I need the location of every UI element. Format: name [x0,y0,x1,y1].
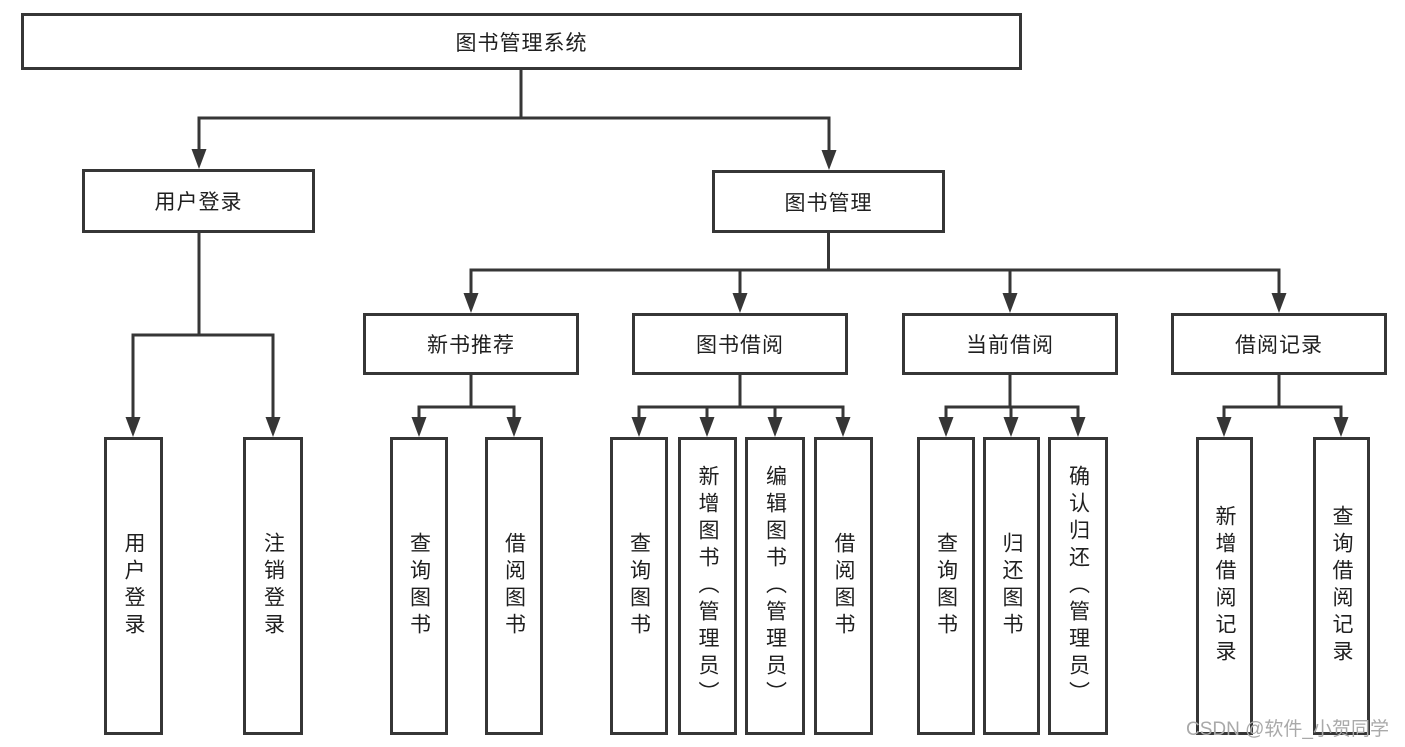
leaf-edit-books-admin: 编辑图书（管理员） [745,437,805,735]
csdn-watermark: CSDN @软件_小贺同学 [1186,719,1389,740]
leaf-current-query-books-label: 查询图书 [934,532,958,640]
node-root-system: 图书管理系统 [21,13,1022,70]
node-new-book-recommend-label: 新书推荐 [427,334,515,357]
leaf-add-books-admin-label: 新增图书（管理员） [696,464,719,708]
leaf-recommend-borrow-books: 借阅图书 [485,437,543,735]
leaf-logout: 注销登录 [243,437,303,735]
leaf-user-login: 用户登录 [104,437,163,735]
leaf-logout-label: 注销登录 [261,532,285,640]
leaf-borrow-books-label: 借阅图书 [832,532,855,640]
leaf-add-books-admin: 新增图书（管理员） [678,437,737,735]
leaf-return-books: 归还图书 [983,437,1040,735]
leaf-query-borrow-record-label: 查询借阅记录 [1330,505,1353,667]
leaf-add-borrow-record-label: 新增借阅记录 [1213,505,1236,667]
node-root-system-label: 图书管理系统 [455,31,588,55]
node-book-management: 图书管理 [712,170,945,233]
leaf-add-borrow-record: 新增借阅记录 [1196,437,1253,735]
node-borrow-records: 借阅记录 [1171,313,1387,375]
node-current-borrow: 当前借阅 [902,313,1118,375]
leaf-confirm-return-admin: 确认归还（管理员） [1048,437,1108,735]
leaf-borrow-query-books-label: 查询图书 [627,532,651,640]
node-user-login-label: 用户登录 [154,191,243,214]
leaf-confirm-return-admin-label: 确认归还（管理员） [1066,464,1090,708]
node-borrow-records-label: 借阅记录 [1235,334,1323,357]
leaf-edit-books-admin-label: 编辑图书（管理员） [763,464,787,708]
node-new-book-recommend: 新书推荐 [363,313,579,375]
leaf-current-query-books: 查询图书 [917,437,975,735]
node-user-login: 用户登录 [82,169,315,233]
leaf-recommend-borrow-books-label: 借阅图书 [502,532,526,640]
node-book-borrow-label: 图书借阅 [696,334,784,357]
leaf-query-borrow-record: 查询借阅记录 [1313,437,1370,735]
leaf-return-books-label: 归还图书 [1000,532,1023,640]
node-book-management-label: 图书管理 [784,191,873,215]
leaf-user-login-label: 用户登录 [122,532,145,640]
leaf-recommend-query-books: 查询图书 [390,437,448,735]
node-book-borrow: 图书借阅 [632,313,848,375]
leaf-borrow-books: 借阅图书 [814,437,873,735]
leaf-borrow-query-books: 查询图书 [610,437,668,735]
leaf-recommend-query-books-label: 查询图书 [407,532,431,640]
node-current-borrow-label: 当前借阅 [966,334,1054,357]
